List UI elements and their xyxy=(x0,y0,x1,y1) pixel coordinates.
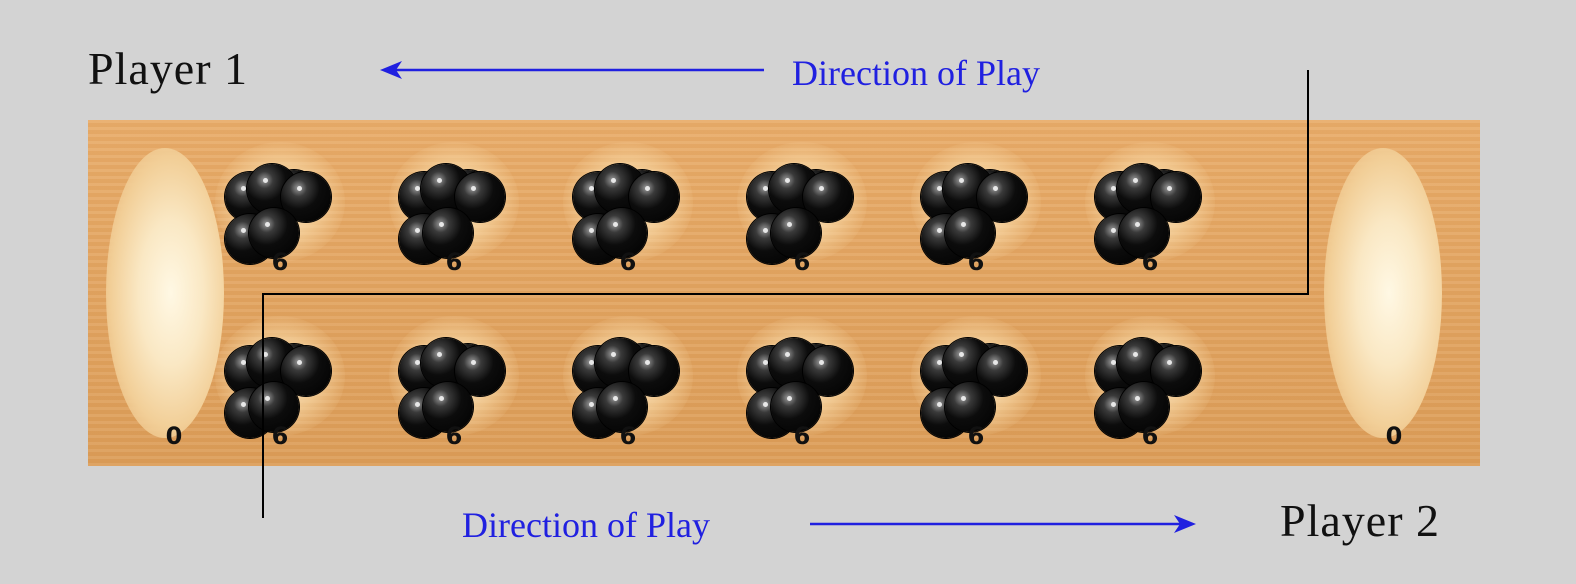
pit-bottom-6-count: 6 xyxy=(1141,422,1159,450)
player-1-label: Player 1 xyxy=(88,43,249,94)
direction-of-play-top: Direction of Play xyxy=(792,53,1040,93)
direction-of-play-bottom: Direction of Play xyxy=(462,505,710,545)
pit-bottom-2-count: 6 xyxy=(445,422,463,450)
pit-top-3-count: 6 xyxy=(619,248,637,276)
store-player-2[interactable] xyxy=(1324,148,1442,438)
direction-arrow-left-icon xyxy=(380,61,764,79)
pit-top-1-count: 6 xyxy=(271,248,289,276)
pit-bottom-5-count: 6 xyxy=(967,422,985,450)
store-count-player-1: 0 xyxy=(165,422,183,450)
pit-bottom-4-count: 6 xyxy=(793,422,811,450)
pit-top-4-count: 6 xyxy=(793,248,811,276)
pit-bottom-1-count: 6 xyxy=(271,422,289,450)
pit-top-2-count: 6 xyxy=(445,248,463,276)
pit-bottom-3-count: 6 xyxy=(619,422,637,450)
store-count-player-2: 0 xyxy=(1385,422,1403,450)
mancala-board: 0 0 6 6 6 6 6 6 6 6 6 6 6 6 xyxy=(88,120,1480,466)
direction-arrow-right-icon xyxy=(810,515,1196,533)
pit-top-6-count: 6 xyxy=(1141,248,1159,276)
player-2-label: Player 2 xyxy=(1280,495,1441,546)
pit-top-5-count: 6 xyxy=(967,248,985,276)
store-player-1[interactable] xyxy=(106,148,224,438)
